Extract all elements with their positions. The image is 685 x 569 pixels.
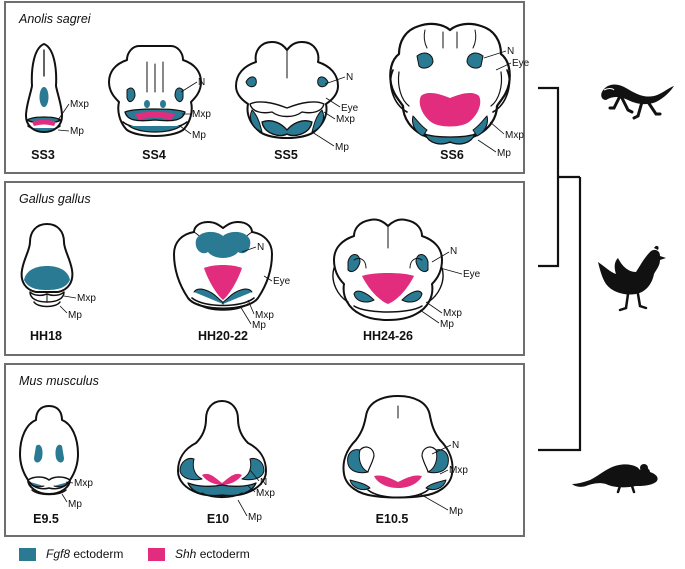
fgf8-swatch (19, 547, 36, 561)
label-mp: Mp (68, 310, 82, 321)
label-mxp: Mxp (336, 114, 355, 125)
label-mxp: Mxp (70, 99, 89, 110)
label-eye: Eye (341, 103, 359, 114)
stage-label: SS3 (31, 148, 55, 162)
label-mp: Mp (497, 148, 511, 159)
species-name: Mus musculus (19, 374, 99, 388)
stage-label: SS5 (274, 148, 298, 162)
label-n: N (257, 242, 265, 253)
label-mxp: Mxp (505, 130, 524, 141)
stage-label: E10 (206, 512, 230, 526)
label-mxp: Mxp (192, 109, 211, 120)
label-mp: Mp (248, 512, 262, 523)
label-mp: Mp (449, 506, 463, 517)
legend-fgf8-label: Fgf8 ectoderm (46, 547, 124, 561)
label-mxp: Mxp (449, 465, 468, 476)
stage-label: SS6 (440, 148, 464, 162)
label-eye: Eye (463, 269, 481, 280)
label-mxp: Mxp (255, 310, 274, 321)
species-name: Anolis sagrei (19, 12, 91, 26)
stage-label: E9.5 (33, 512, 59, 526)
label-n: N (198, 77, 206, 88)
shh-swatch (148, 547, 165, 561)
lizard-icon (601, 84, 674, 120)
stage-label: HH18 (30, 329, 62, 343)
embryo-ss4 (108, 45, 202, 137)
label-n: N (260, 477, 268, 488)
label-mxp: Mxp (74, 478, 93, 489)
embryo-e9-5 (19, 405, 79, 496)
label-mp: Mp (70, 126, 84, 137)
stage-label: HH20-22 (197, 329, 249, 343)
label-n: N (450, 246, 458, 257)
label-n: N (346, 72, 354, 83)
label-mp: Mp (252, 320, 266, 331)
label-mp: Mp (192, 130, 206, 141)
embryo-e10 (177, 400, 267, 499)
embryo-ss3 (25, 43, 63, 133)
legend-shh-label: Shh ectoderm (175, 547, 250, 561)
stage-label: HH24-26 (362, 329, 414, 343)
label-mp: Mp (68, 499, 82, 510)
label-n: N (507, 46, 515, 57)
stage-label: E10.5 (375, 512, 409, 526)
label-eye: Eye (512, 58, 530, 69)
stage-label: SS4 (142, 148, 166, 162)
mouse-icon (572, 464, 658, 494)
label-eye: Eye (273, 276, 291, 287)
embryo-e10-5 (342, 395, 454, 499)
label-mxp: Mxp (443, 308, 462, 319)
label-mxp: Mxp (77, 293, 96, 304)
legend-fgf8: Fgf8 ectoderm (19, 547, 123, 561)
embryo-hh18 (20, 223, 74, 308)
embryo-hh24-26 (332, 218, 444, 321)
label-mp: Mp (335, 142, 349, 153)
label-mxp: Mxp (256, 488, 275, 499)
label-mp: Mp (440, 319, 454, 330)
legend-shh: Shh ectoderm (148, 547, 250, 561)
embryo-hh20-22 (173, 221, 273, 311)
species-name: Gallus gallus (19, 192, 91, 206)
embryo-ss5 (235, 41, 339, 139)
label-n: N (452, 440, 460, 451)
chicken-icon (598, 245, 666, 312)
